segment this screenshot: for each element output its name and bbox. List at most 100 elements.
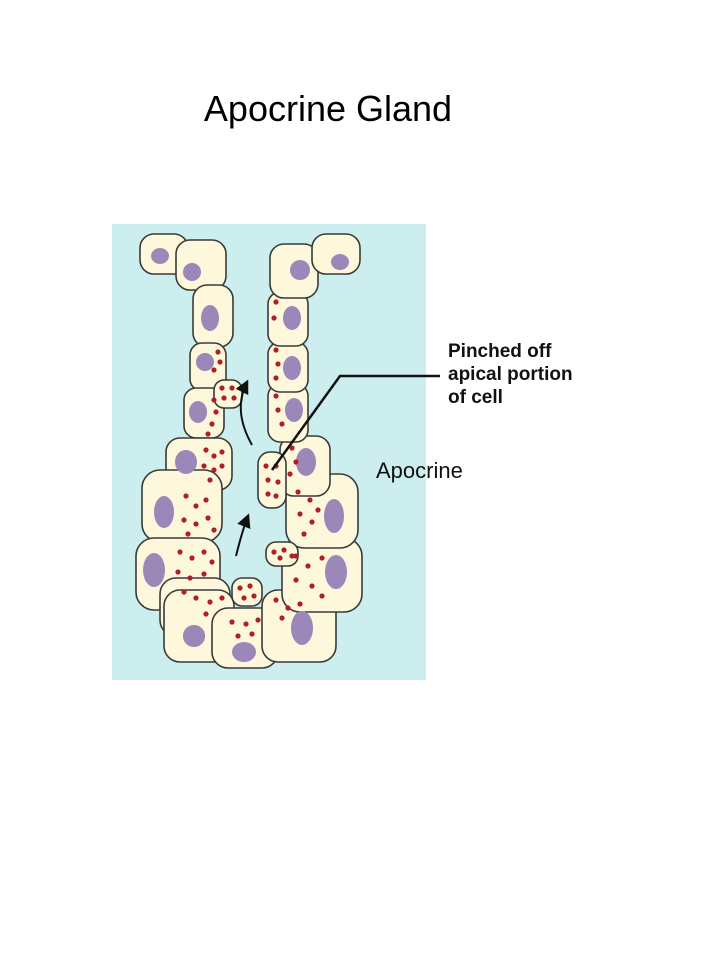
granule-dot	[211, 397, 217, 403]
granule-dot	[219, 385, 225, 391]
granule-dot	[275, 407, 281, 413]
granule-dot	[277, 555, 283, 561]
gland-cell	[175, 239, 227, 291]
granule-dot	[293, 553, 299, 559]
granule-dot	[301, 531, 307, 537]
granule-dot	[307, 497, 313, 503]
cell-nucleus	[232, 642, 256, 662]
granule-dot	[203, 497, 209, 503]
cell-nucleus	[183, 263, 201, 281]
granule-dot	[251, 593, 257, 599]
granule-dot	[265, 491, 271, 497]
granule-dot	[177, 549, 183, 555]
granule-dot	[219, 449, 225, 455]
granule-dot	[235, 633, 241, 639]
granule-dot	[221, 395, 227, 401]
granule-dot	[201, 549, 207, 555]
apocrine-label: Apocrine	[376, 458, 463, 483]
granule-dot	[219, 595, 225, 601]
granule-dot	[319, 555, 325, 561]
granule-dot	[183, 493, 189, 499]
granule-dot	[265, 477, 271, 483]
granule-dot	[273, 375, 279, 381]
apical-fragment	[213, 379, 243, 409]
granule-dot	[297, 601, 303, 607]
granule-dot	[187, 575, 193, 581]
granule-dot	[279, 421, 285, 427]
cell-nucleus	[189, 401, 207, 423]
cell-nucleus	[183, 625, 205, 647]
granule-dot	[213, 409, 219, 415]
granule-dot	[305, 563, 311, 569]
granule-dot	[181, 517, 187, 523]
granule-dot	[211, 367, 217, 373]
cell-nucleus	[324, 499, 344, 533]
callout-line-3: of cell	[448, 387, 503, 408]
page-title: Apocrine Gland	[203, 88, 453, 129]
granule-dot	[243, 621, 249, 627]
cell-nucleus	[283, 356, 301, 380]
granule-dot	[279, 615, 285, 621]
granule-dot	[217, 359, 223, 365]
callout-line-2: apical portion	[448, 364, 573, 385]
granule-dot	[263, 463, 269, 469]
granule-dot	[293, 577, 299, 583]
granule-dot	[293, 459, 299, 465]
cell-nucleus	[283, 306, 301, 330]
granule-dot	[297, 511, 303, 517]
granule-dot	[271, 549, 277, 555]
apical-fragment	[231, 577, 263, 607]
granule-dot	[229, 619, 235, 625]
secretion-flow-arrow-upper	[235, 379, 253, 446]
callout-label: Pinched off apical portion of cell	[448, 340, 573, 409]
granule-dot	[315, 507, 321, 513]
apical-fragment	[257, 451, 287, 509]
cell-nucleus	[296, 448, 316, 476]
granule-dot	[289, 553, 295, 559]
granule-dot	[209, 421, 215, 427]
granule-dot	[189, 555, 195, 561]
cell-nucleus	[291, 611, 313, 645]
granule-dot	[209, 559, 215, 565]
cell-nucleus	[154, 496, 174, 528]
granule-dot	[275, 361, 281, 367]
granule-dot	[203, 447, 209, 453]
cell-nucleus	[201, 305, 219, 331]
cell-nucleus	[175, 450, 197, 474]
granule-dot	[249, 631, 255, 637]
granule-dot	[207, 477, 213, 483]
secretory-granules	[175, 299, 325, 639]
granule-dot	[181, 589, 187, 595]
granule-dot	[205, 515, 211, 521]
granule-dot	[219, 463, 225, 469]
granule-dot	[175, 569, 181, 575]
granule-dot	[203, 611, 209, 617]
granule-dot	[201, 571, 207, 577]
granule-dot	[275, 479, 281, 485]
cell-nucleus	[196, 353, 214, 371]
granule-dot	[273, 597, 279, 603]
cell-nucleus	[285, 398, 303, 422]
granule-dot	[273, 393, 279, 399]
granule-dot	[255, 617, 261, 623]
granule-dot	[281, 547, 287, 553]
granule-dot	[211, 527, 217, 533]
granule-dot	[271, 315, 277, 321]
granule-dot	[309, 583, 315, 589]
cell-nucleus	[143, 553, 165, 587]
granule-dot	[205, 431, 211, 437]
granule-dot	[193, 521, 199, 527]
cell-nucleus	[331, 254, 349, 270]
granule-dot	[207, 599, 213, 605]
callout-line-1: Pinched off	[448, 341, 552, 362]
secretion-flow-arrow-lower	[235, 513, 251, 557]
cell-nucleus	[151, 248, 169, 264]
granule-dot	[231, 395, 237, 401]
granule-dot	[185, 531, 191, 537]
granule-dot	[193, 503, 199, 509]
granule-dot	[237, 585, 243, 591]
granule-dot	[193, 595, 199, 601]
granule-dot	[273, 299, 279, 305]
callout-pointer-line	[270, 374, 440, 471]
